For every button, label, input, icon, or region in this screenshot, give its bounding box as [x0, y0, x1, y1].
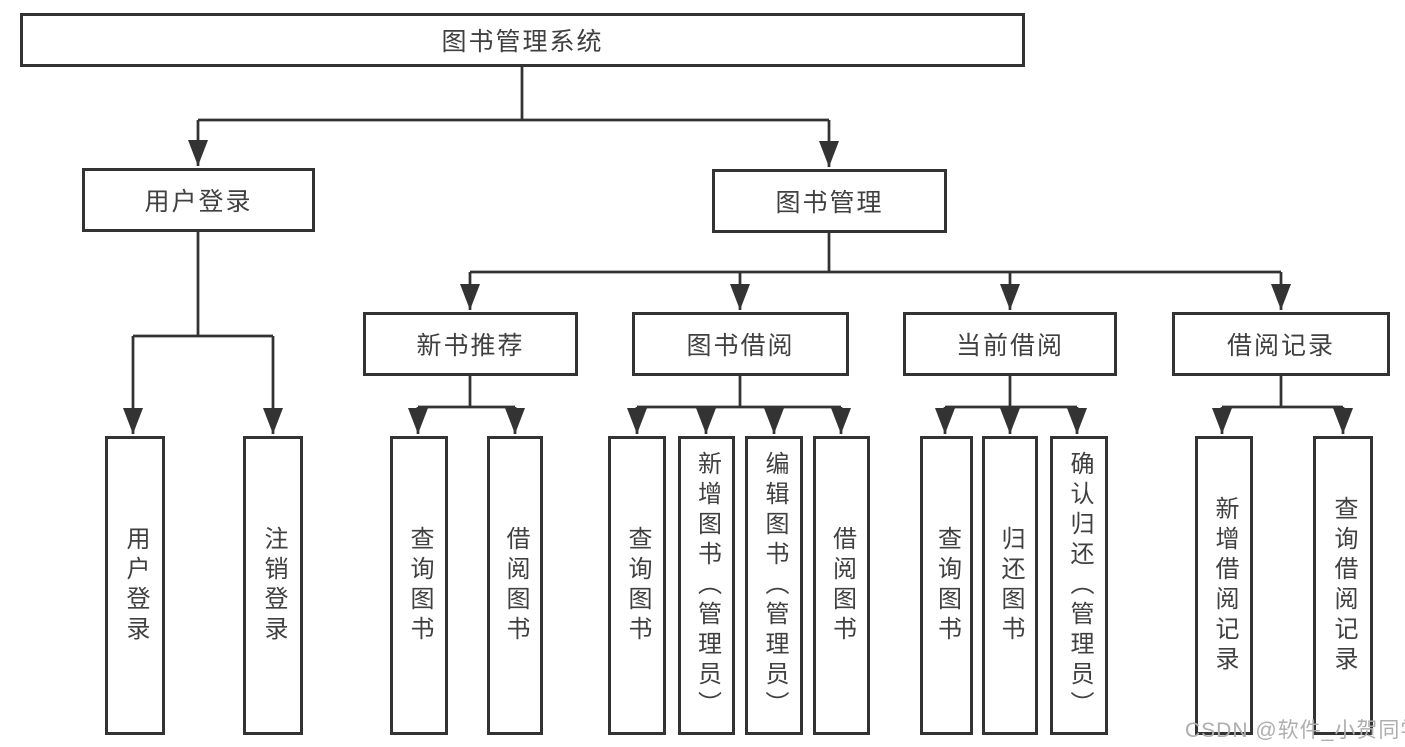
leaf-label: 编辑图书（管理员）: [761, 450, 788, 721]
connector-book-borrowing-children: [627, 375, 851, 434]
leaf-label: 新增借阅记录: [1211, 495, 1238, 676]
leaf-label: 归还图书: [997, 525, 1024, 646]
node-book-management: 图书管理: [712, 169, 947, 233]
node-leaf-query-books-recommend: 查询图书: [390, 436, 448, 735]
leaf-label: 查询图书: [624, 525, 651, 646]
leaf-label: 借阅图书: [502, 525, 529, 646]
node-leaf-add-book-admin: 新增图书（管理员）: [678, 436, 735, 735]
connector-current-borrowing-children: [935, 375, 1087, 434]
node-leaf-logout: 注销登录: [243, 436, 303, 735]
node-root: 图书管理系统: [20, 13, 1025, 67]
node-borrowing-records: 借阅记录: [1172, 312, 1390, 376]
node-leaf-edit-book-admin: 编辑图书（管理员）: [745, 436, 803, 735]
node-leaf-user-login: 用户登录: [105, 436, 165, 735]
node-leaf-query-borrow-record: 查询借阅记录: [1313, 436, 1373, 735]
node-leaf-add-borrow-record: 新增借阅记录: [1195, 436, 1253, 735]
leaf-label: 确认归还（管理员）: [1066, 450, 1093, 721]
node-leaf-borrow-books: 借阅图书: [813, 436, 870, 735]
connector-borrowing-records-children: [1212, 375, 1353, 434]
connector-book-management-children: [460, 232, 1291, 310]
node-leaf-borrow-books-recommend: 借阅图书: [487, 436, 543, 735]
node-current-borrowing: 当前借阅: [903, 312, 1117, 376]
node-book-management-label: 图书管理: [775, 189, 884, 217]
connector-root-to-level2: [188, 66, 839, 167]
leaf-label: 注销登录: [260, 525, 287, 646]
node-leaf-query-books-current: 查询图书: [920, 436, 973, 735]
leaf-label: 用户登录: [122, 525, 149, 646]
node-leaf-return-book: 归还图书: [982, 436, 1038, 735]
node-new-book-recommend-label: 新书推荐: [416, 332, 525, 360]
node-book-borrowing-label: 图书借阅: [686, 332, 795, 360]
connector-new-book-recommend-children: [408, 375, 525, 434]
leaf-label: 查询图书: [406, 525, 433, 646]
node-book-borrowing: 图书借阅: [632, 312, 849, 376]
leaf-label: 查询图书: [933, 525, 961, 646]
node-user-login: 用户登录: [82, 168, 315, 232]
leaf-label: 借阅图书: [828, 525, 856, 646]
node-root-label: 图书管理系统: [441, 28, 604, 56]
node-current-borrowing-label: 当前借阅: [955, 332, 1064, 360]
node-user-login-label: 用户登录: [144, 188, 253, 216]
node-leaf-query-books-borrowing: 查询图书: [608, 436, 666, 735]
leaf-label: 查询借阅记录: [1330, 495, 1357, 676]
csdn-watermark: CSDN @软件_小贺同学: [1185, 719, 1405, 742]
node-new-book-recommend: 新书推荐: [363, 312, 578, 376]
node-borrowing-records-label: 借阅记录: [1226, 332, 1335, 360]
leaf-label: 新增图书（管理员）: [693, 450, 721, 721]
node-leaf-confirm-return-admin: 确认归还（管理员）: [1050, 436, 1108, 735]
connector-user-login-children: [123, 231, 283, 434]
